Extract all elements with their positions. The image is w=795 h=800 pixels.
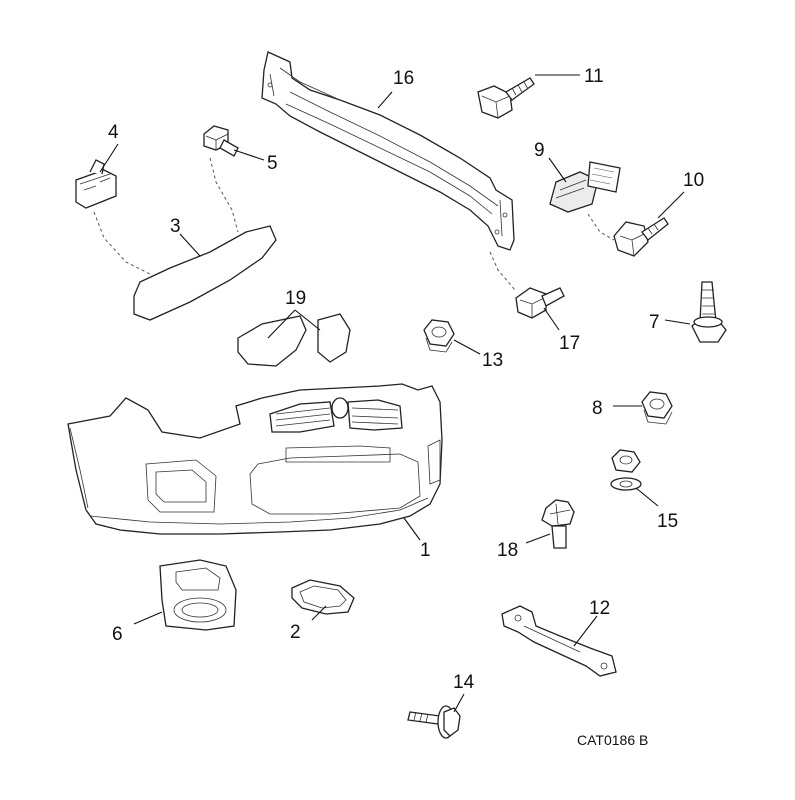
screw-part-5 <box>203 125 239 233</box>
callout-5: 5 <box>267 153 278 174</box>
callout-19: 19 <box>285 288 306 309</box>
push-clip-part-18 <box>541 499 575 549</box>
callout-7: 7 <box>649 312 660 333</box>
surround-ring-part-2 <box>291 579 355 615</box>
callout-13: 13 <box>482 350 503 371</box>
callout-9: 9 <box>534 140 545 161</box>
mesh-inserts-part-19 <box>237 313 351 367</box>
callout-10: 10 <box>683 170 704 191</box>
callout-labels: 16 11 4 5 9 10 3 19 7 17 13 8 15 1 18 12… <box>108 66 704 693</box>
bolt-part-10 <box>587 213 669 257</box>
callout-17: 17 <box>559 333 580 354</box>
bracket-part-9 <box>549 161 621 213</box>
callout-3: 3 <box>170 216 181 237</box>
nut-part-13 <box>423 319 455 353</box>
bumper-cover-part-1 <box>67 383 443 535</box>
callout-12: 12 <box>589 598 610 619</box>
bolt-part-11 <box>477 77 535 119</box>
bolt-part-14 <box>407 705 461 739</box>
stud-bolt-part-7 <box>691 281 727 343</box>
flange-nut-part-8 <box>641 391 673 425</box>
support-strap-part-12 <box>501 605 617 677</box>
leader-lines <box>99 74 691 713</box>
callout-16: 16 <box>393 68 414 89</box>
grille-insert-part-3 <box>133 225 277 321</box>
callout-6: 6 <box>112 624 123 645</box>
bumper-reinforcement-part <box>261 51 516 291</box>
fog-lamp-bezel-part-6 <box>159 559 237 631</box>
callout-2: 2 <box>290 622 301 643</box>
callout-11: 11 <box>584 66 604 87</box>
callout-1: 1 <box>420 540 431 561</box>
callout-4: 4 <box>108 122 119 143</box>
catalog-reference-code: CAT0186 B <box>577 732 648 748</box>
bolt-part-17 <box>515 287 565 319</box>
clip-part-4 <box>75 159 151 275</box>
nut-washer-part-15 <box>610 449 642 491</box>
callout-18: 18 <box>497 540 518 561</box>
callout-8: 8 <box>592 398 603 419</box>
callout-15: 15 <box>657 511 678 532</box>
callout-14: 14 <box>453 672 475 693</box>
